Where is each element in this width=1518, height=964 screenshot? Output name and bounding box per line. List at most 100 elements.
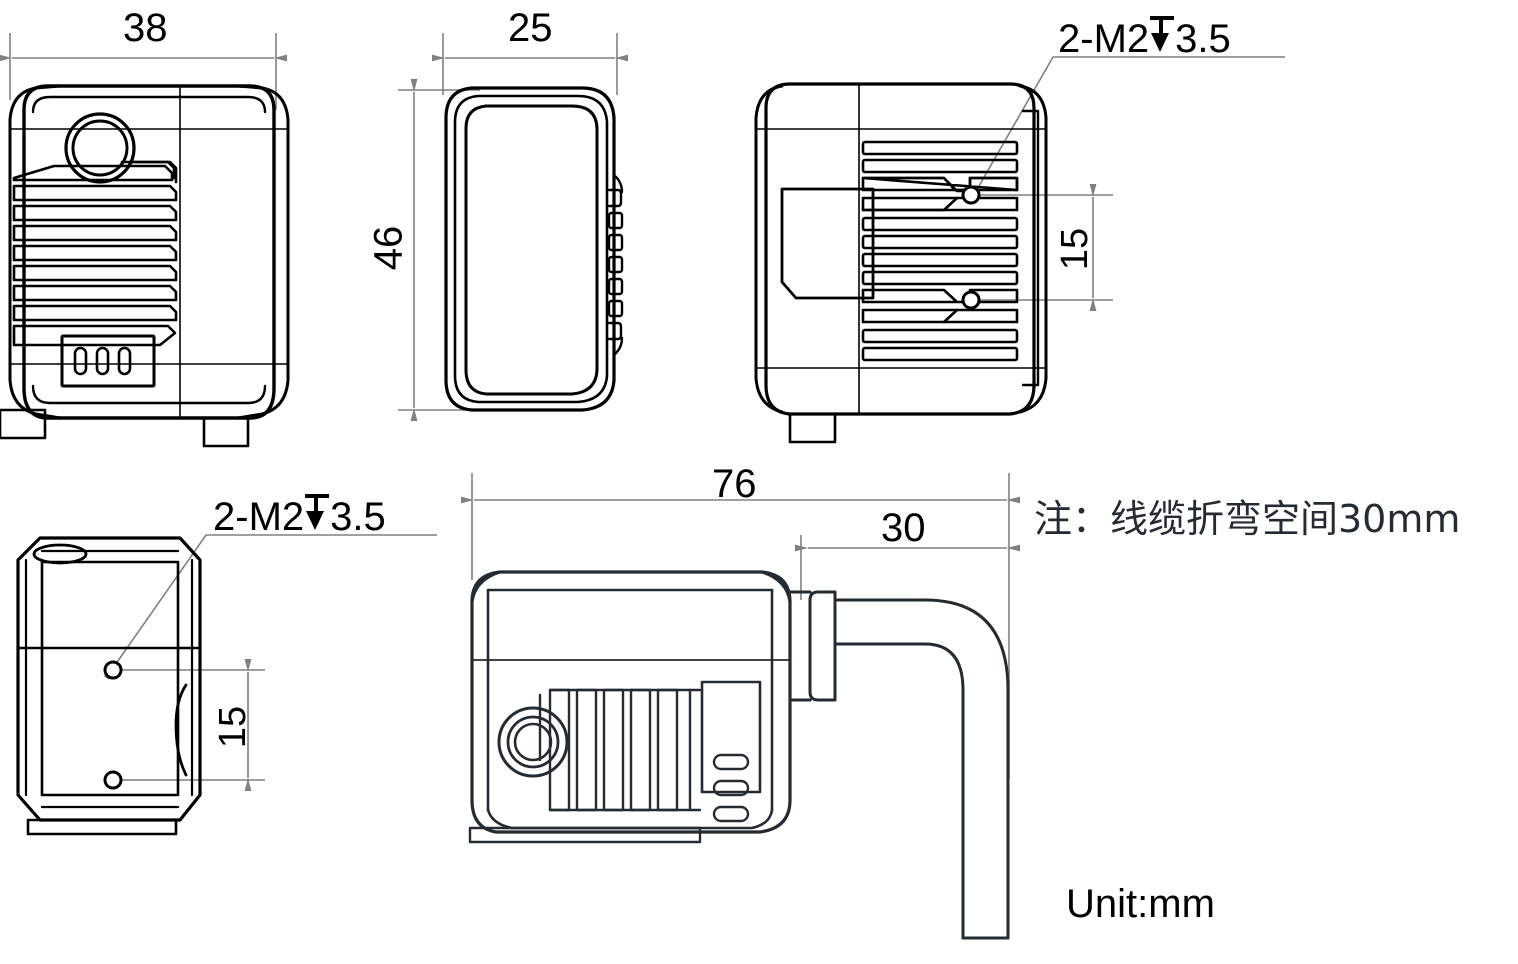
fin-7 [12, 304, 178, 322]
rear-fin-1 [861, 140, 1019, 156]
assembly-fin-group [538, 688, 702, 812]
fin-4 [12, 244, 178, 262]
dim-label-38: 38 [123, 6, 168, 50]
assembly-inner-bottom [486, 808, 774, 830]
side-notch-4 [607, 255, 624, 274]
rear-fin-10-notch [942, 308, 959, 324]
assembly-view [468, 570, 1010, 940]
assembly-body-outline [470, 570, 792, 834]
callout-rear-prefix: 2-M2 [1058, 17, 1150, 61]
assembly-fin-4 [629, 688, 652, 812]
leader-line-rear [966, 56, 1285, 205]
fin-2 [12, 204, 178, 222]
unit-label: Unit:mm [1066, 882, 1215, 926]
fin-shelf-right [128, 160, 178, 184]
assembly-led-3 [712, 805, 750, 823]
leader-line-top [103, 534, 437, 680]
callout-top: 2-M2 3.5 [213, 492, 386, 537]
side-inner-shell [464, 104, 599, 396]
front-fin-block [12, 160, 178, 347]
side-mid-shell [453, 94, 609, 404]
rear-fin-6 [861, 234, 1019, 250]
dim-25-group [432, 33, 628, 95]
lens-outer-ring [64, 112, 136, 184]
top-side-slot [174, 683, 188, 777]
rear-fin-4-notch [861, 196, 959, 212]
side-notch-3 [607, 233, 624, 252]
assembly-led-2 [712, 779, 750, 797]
depth-symbol-icon-top [304, 492, 330, 531]
rear-fin-3 [861, 176, 1019, 192]
cable-bend-note: 注：线缆折弯空间30mm [1034, 497, 1461, 541]
dim-label-46: 46 [366, 225, 411, 271]
top-view [16, 536, 202, 836]
rear-fin-10 [861, 308, 1019, 324]
fin-5 [12, 264, 178, 282]
connector-block [60, 334, 156, 388]
side-notch-7 [607, 321, 623, 341]
side-view [0, 86, 624, 440]
rear-right-top-chamfer [1018, 84, 1048, 120]
dim-46-group [398, 79, 480, 421]
rear-left-top-chamfer [754, 84, 784, 120]
dim-label-25: 25 [508, 6, 553, 50]
rear-mounting-hole-upper [961, 185, 981, 205]
callout-top-prefix: 2-M2 [213, 495, 305, 539]
top-inner-outline [40, 560, 180, 797]
side-fin-notches [607, 173, 624, 357]
lens-mid-ring [71, 119, 129, 177]
rear-fin-5 [861, 216, 1019, 232]
assembly-led-block [700, 680, 762, 794]
side-notch-2 [607, 211, 624, 230]
dim-38-group [0, 33, 287, 110]
depth-symbol-icon [1149, 14, 1175, 53]
side-fin-lead-top [612, 173, 624, 194]
side-mounting-foot [0, 408, 47, 440]
callout-rear-depth: 3.5 [1175, 17, 1231, 61]
rear-cover-frame [1021, 109, 1040, 387]
rear-mounting-foot [788, 412, 837, 444]
dim-15-rear-group [975, 184, 1113, 311]
top-outer-outline [16, 536, 202, 822]
rear-fin-7 [861, 252, 1019, 268]
assembly-lens-outer [497, 706, 569, 778]
rear-right-bottom-chamfer [1018, 376, 1048, 414]
fin-top-shelf [12, 164, 174, 182]
assembly-top-left-chamfer [470, 570, 502, 604]
assembly-fin-5 [656, 688, 679, 812]
top-mounting-hole-lower [103, 770, 123, 790]
dim-label-15-rear: 15 [1054, 227, 1097, 271]
top-lens-aperture [32, 543, 88, 565]
callout-leader-rear [966, 56, 1285, 205]
rear-fin-2 [861, 158, 1019, 174]
rear-fin-4 [861, 196, 1019, 212]
assembly-fin-2 [575, 688, 598, 812]
assembly-led-1 [712, 753, 750, 771]
fin-3 [12, 224, 178, 242]
front-right-bottom-chamfer [236, 378, 290, 420]
rear-mounting-hole-lower [961, 290, 981, 310]
fin-8 [12, 324, 177, 347]
fin-1 [12, 184, 178, 202]
side-notch-6 [607, 299, 624, 318]
front-mounting-foot [202, 416, 250, 448]
front-inner-bottom [31, 384, 267, 405]
dim-15-top-group [112, 659, 265, 791]
front-view [8, 84, 290, 448]
rear-fin-3b [861, 176, 1019, 193]
assembly-lens-mid [506, 715, 560, 769]
rear-fin-8 [861, 270, 1019, 286]
dim-label-15-top: 15 [212, 705, 255, 749]
assembly-cable-gland [808, 590, 837, 702]
rear-left-bottom-chamfer [754, 376, 784, 414]
front-inner-top [31, 95, 267, 114]
rear-fin-12 [861, 346, 1019, 362]
front-left-top-chamfer [8, 84, 62, 122]
side-notch-1 [607, 188, 623, 208]
dim-30-group [795, 535, 1020, 600]
assembly-mounting-foot [468, 826, 702, 844]
assembly-cable-outer [833, 598, 1010, 940]
assembly-top-right-chamfer [760, 570, 792, 604]
